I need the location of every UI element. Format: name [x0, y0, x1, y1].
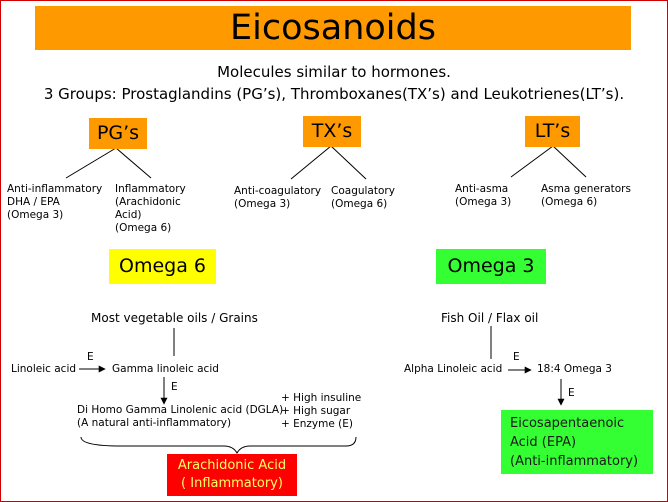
omega6-source: Most vegetable oils / Grains — [91, 311, 258, 325]
pg-right-line: (Omega 6) — [115, 222, 172, 234]
page-title: Eicosanoids — [230, 8, 436, 48]
omega6-step-1: Gamma linoleic acid — [112, 363, 219, 375]
tx-left-text: Anti-coagulatory (Omega 3) — [234, 185, 321, 211]
tx-branch-right — [330, 145, 367, 180]
pg-right-line: (Arachidonic — [115, 196, 181, 208]
group-pg-label: PG’s — [96, 122, 140, 144]
omega6-brace — [80, 436, 357, 455]
tx-branch-left — [290, 145, 332, 180]
lt-right-text: Asma generators (Omega 6) — [541, 183, 631, 209]
omega3-source: Fish Oil / Flax oil — [441, 311, 539, 325]
group-tx-box: TX’s — [303, 116, 361, 147]
title-bar: Eicosanoids — [35, 6, 631, 50]
arachidonic-acid-box: Arachidonic Acid ( Inflammatory) — [167, 454, 297, 496]
lt-left-text: Anti-asma (Omega 3) — [455, 183, 511, 209]
tx-right-line: Coagulatory — [331, 185, 395, 197]
pg-left-text: Anti-inflammatory DHA / EPA (Omega 3) — [7, 183, 102, 222]
lt-left-line: (Omega 3) — [455, 196, 512, 208]
group-pg-box: PG’s — [89, 118, 147, 149]
pg-right-text: Inflammatory (Arachidonic Acid) (Omega 6… — [115, 183, 186, 235]
pg-branch-right — [115, 147, 152, 179]
subtitle-2: 3 Groups: Prostaglandins (PG’s), Thrombo… — [43, 85, 625, 103]
tx-right-text: Coagulatory (Omega 6) — [331, 185, 395, 211]
group-tx-label: TX’s — [311, 120, 353, 142]
lt-right-line: (Omega 6) — [541, 196, 598, 208]
subtitle-1: Molecules similar to hormones. — [217, 63, 451, 81]
omega6-factors: + High insuline + High sugar + Enzyme (E… — [281, 392, 361, 431]
omega6-step-2-line: Di Homo Gamma Linolenic acid (DGLA) — [77, 404, 284, 416]
tx-left-line: (Omega 3) — [234, 198, 291, 210]
lt-right-line: Asma generators — [541, 183, 631, 195]
pg-branch-left — [65, 147, 117, 179]
tx-left-line: Anti-coagulatory — [234, 185, 322, 197]
epa-line: Eicosapentaenoic — [510, 416, 625, 431]
epa-box: Eicosapentaenoic Acid (EPA) (Anti-inflam… — [501, 410, 653, 474]
omega6-box: Omega 6 — [109, 249, 216, 284]
omega6-enzyme-2: E — [171, 381, 178, 393]
omega3-step-1: 18:4 Omega 3 — [537, 363, 612, 375]
arachidonic-acid-line: ( Inflammatory) — [181, 476, 283, 491]
tx-right-line: (Omega 6) — [331, 198, 388, 210]
omega6-factor: + High sugar — [281, 405, 351, 417]
omega3-label: Omega 3 — [447, 255, 535, 277]
omega6-factor: + Enzyme (E) — [281, 418, 354, 430]
omega6-enzyme-1: E — [87, 351, 94, 363]
omega3-start: Alpha Linoleic acid — [404, 363, 503, 375]
epa-line: Acid (EPA) — [510, 435, 577, 450]
lt-branch-left — [510, 145, 554, 178]
omega6-step-2: Di Homo Gamma Linolenic acid (DGLA) (A n… — [77, 404, 283, 430]
arachidonic-acid-line: Arachidonic Acid — [177, 458, 287, 473]
omega6-step-2-line: (A natural anti-inflammatory) — [77, 417, 232, 429]
pg-right-line: Acid) — [115, 209, 142, 221]
pg-left-line: (Omega 3) — [7, 209, 64, 221]
lt-left-line: Anti-asma — [455, 183, 509, 195]
pg-left-line: DHA / EPA — [7, 196, 60, 208]
omega3-enzyme-1: E — [513, 351, 520, 363]
group-lt-box: LT’s — [525, 116, 580, 147]
epa-line: (Anti-inflammatory) — [510, 454, 639, 469]
pg-left-line: Anti-inflammatory — [7, 183, 103, 195]
pg-right-line: Inflammatory — [115, 183, 186, 195]
omega6-factor: + High insuline — [281, 392, 362, 404]
omega6-label: Omega 6 — [119, 255, 206, 277]
group-lt-label: LT’s — [534, 120, 571, 142]
omega6-start: Linoleic acid — [11, 363, 77, 375]
omega3-enzyme-2: E — [568, 387, 575, 399]
omega3-box: Omega 3 — [436, 249, 546, 284]
lt-branch-right — [552, 145, 587, 178]
